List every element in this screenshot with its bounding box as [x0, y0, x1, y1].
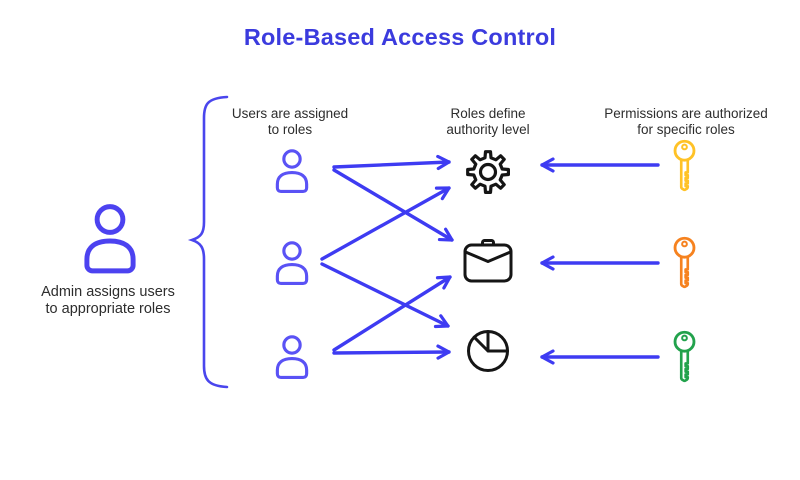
user-person-icon-1	[275, 149, 309, 194]
pie-chart-icon	[467, 330, 509, 372]
permissions-column-label-line2: for specific roles	[637, 121, 735, 137]
permissions-column-label: Permissions are authorized for specific …	[586, 106, 786, 137]
key-icon-orange	[673, 236, 696, 289]
users-column-label-line2: to roles	[267, 121, 313, 137]
roles-column-label: Roles define authority level	[398, 106, 578, 137]
users-column-label: Users are assigned to roles	[200, 106, 380, 137]
admin-label-line2: to appropriate roles	[45, 301, 171, 317]
roles-column-label-line2: authority level	[446, 121, 530, 137]
user-person-icon-2	[275, 241, 309, 286]
arrow-user2-to-pie	[320, 262, 450, 329]
user-person-icon-3	[275, 335, 309, 380]
key-icon-green	[673, 330, 696, 383]
roles-column-label-line1: Roles define	[450, 106, 526, 121]
key-icon-yellow	[673, 139, 696, 192]
admin-label-line1: Admin assigns users	[41, 284, 175, 300]
admin-users-brace	[187, 95, 229, 389]
arrow-user3-to-briefcase	[332, 275, 452, 352]
gear-icon	[466, 150, 510, 194]
arrow-user1-to-gear	[332, 154, 451, 171]
arrow-user1-to-briefcase	[332, 168, 454, 242]
briefcase-icon	[463, 239, 513, 283]
permissions-column-label-line1: Permissions are authorized	[604, 106, 768, 121]
users-column-label-line1: Users are assigned	[231, 106, 349, 121]
arrow-user3-to-pie	[332, 344, 451, 360]
admin-label: Admin assigns users to appropriate roles	[8, 284, 208, 318]
page-title: Role-Based Access Control	[243, 24, 557, 50]
admin-person-icon	[84, 204, 136, 274]
arrow-user2-to-gear	[320, 186, 451, 261]
